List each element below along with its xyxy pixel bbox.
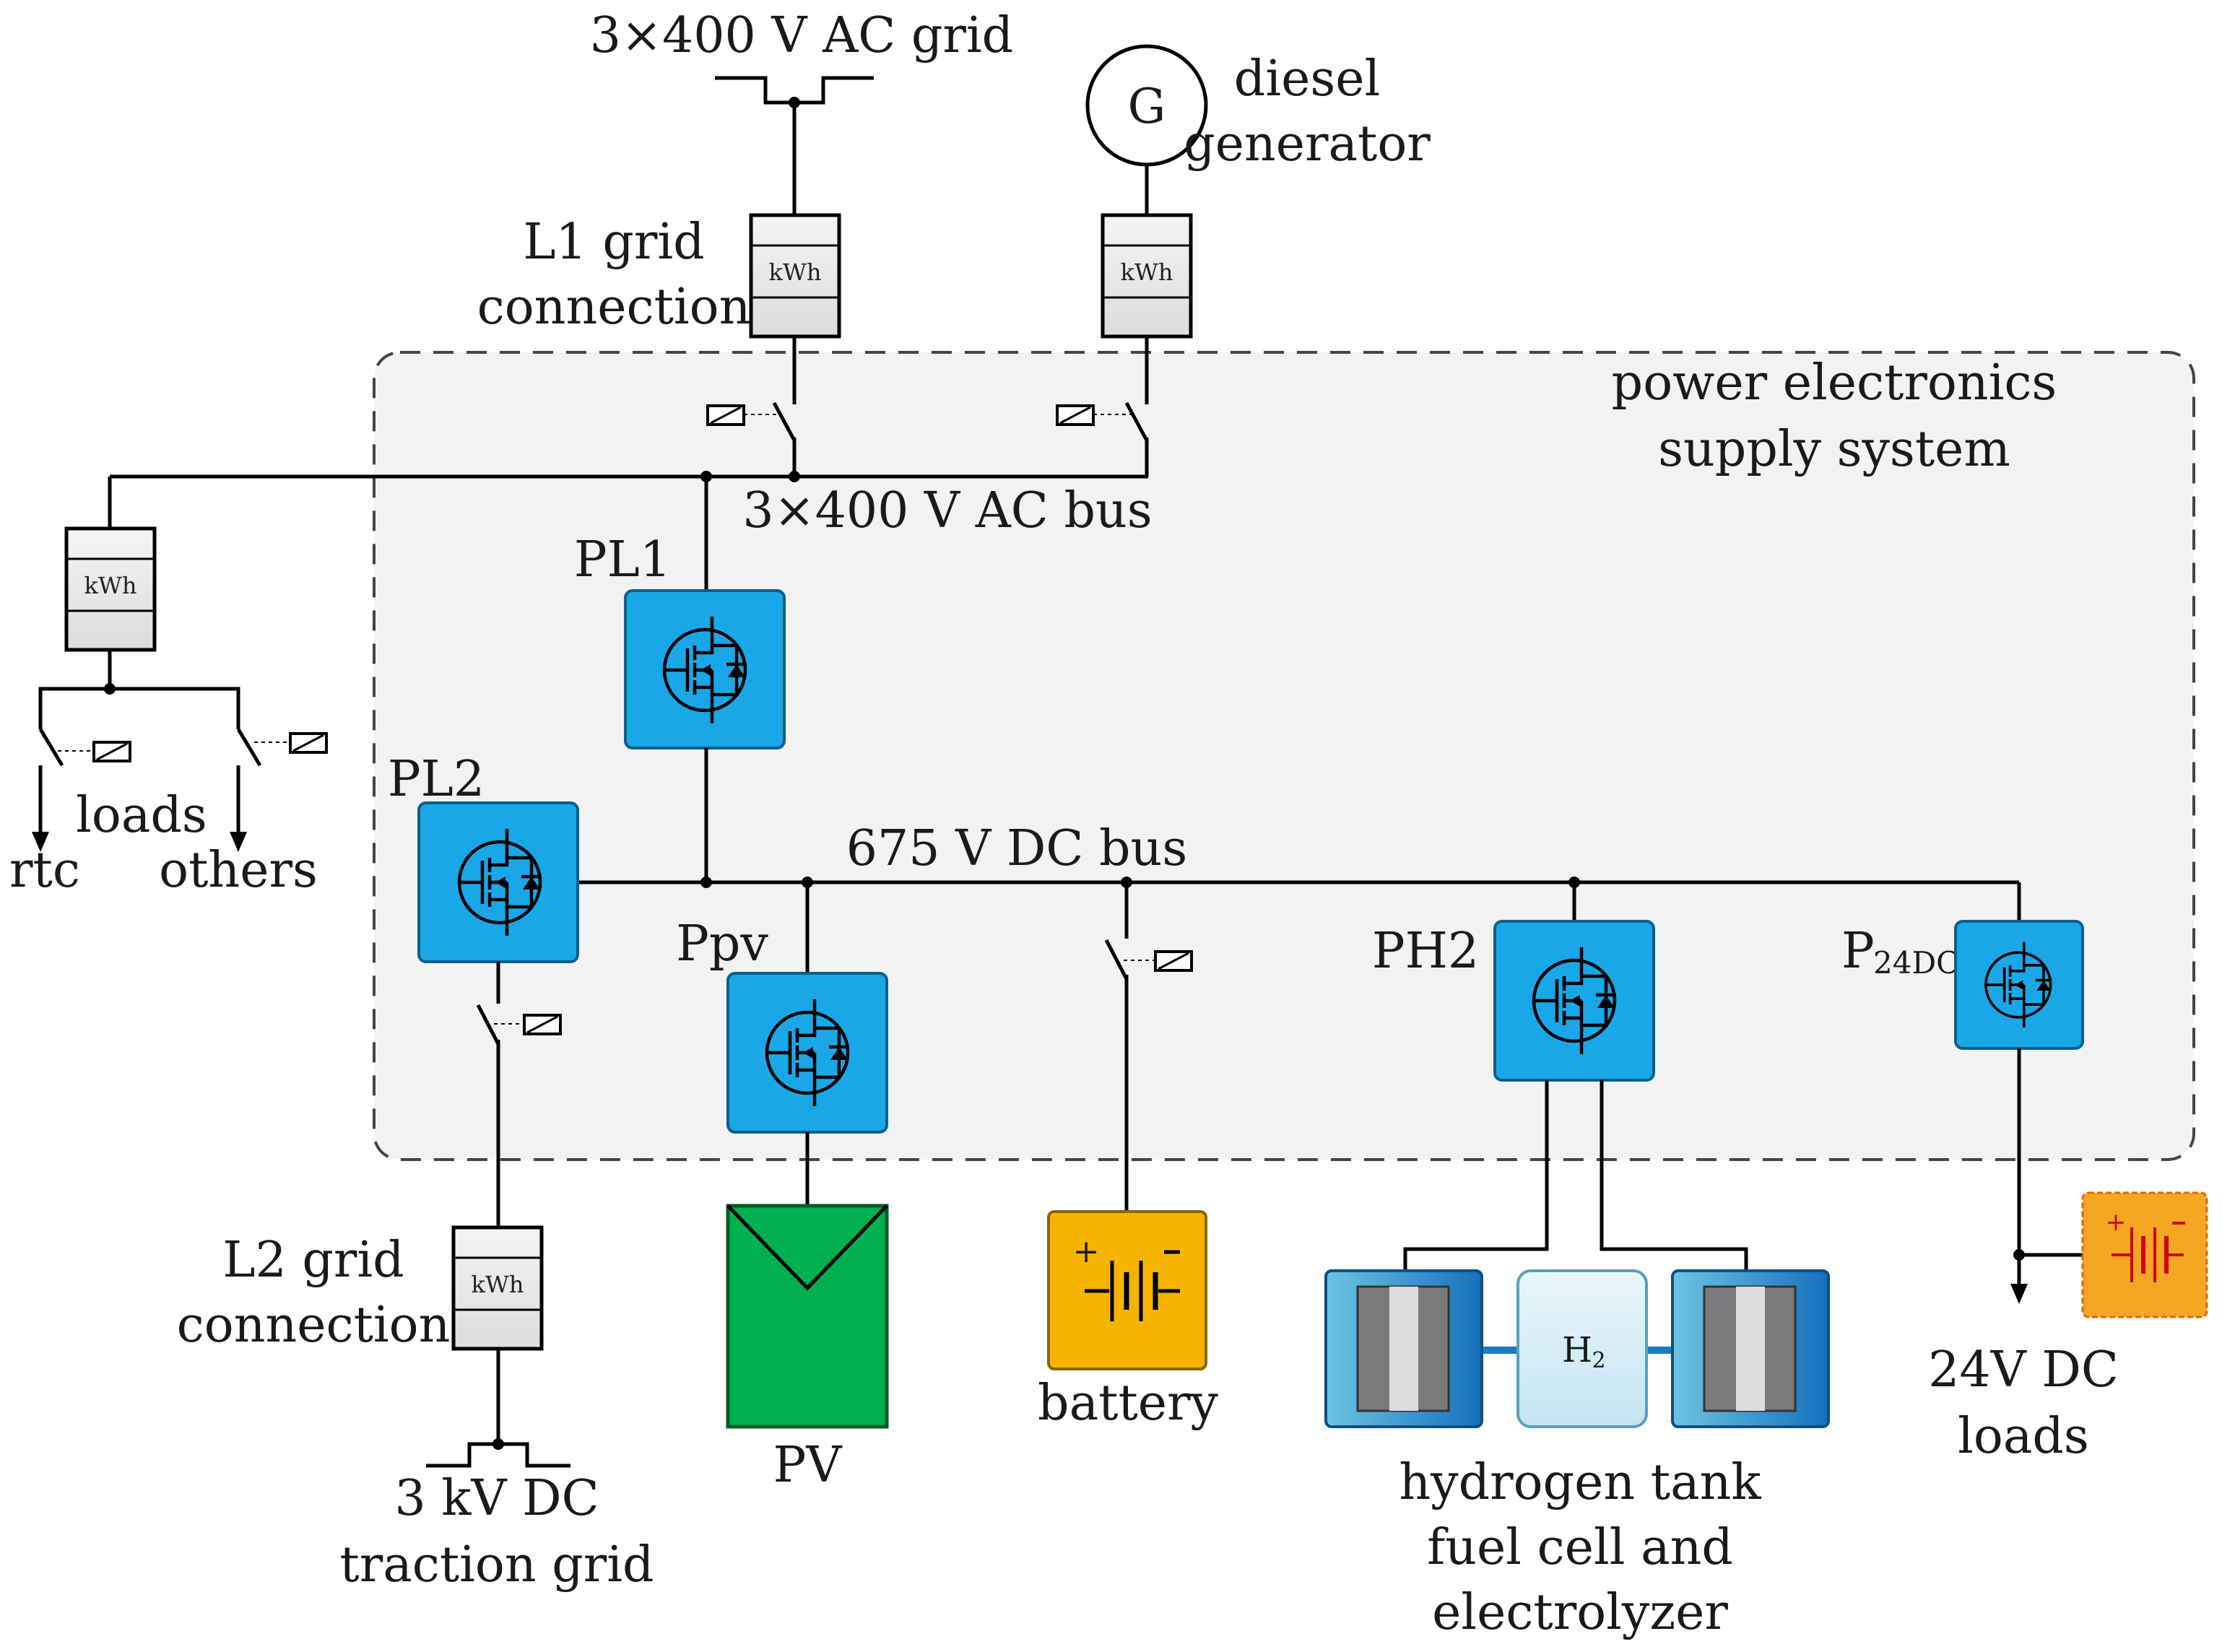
dc-grid-label-line2: traction grid (339, 1536, 654, 1594)
h2-label-line3: electrolyzer (1432, 1584, 1728, 1641)
others-load-switch (230, 728, 328, 852)
fuel-cell-unit (1324, 1269, 1483, 1428)
battery-label: battery (1038, 1375, 1218, 1432)
l2-label-line1: L2 grid (222, 1232, 404, 1289)
power-electronics-enclosure (373, 351, 2195, 1161)
pl2-converter (417, 801, 579, 963)
gen-meter-unit: kWh (1121, 258, 1173, 286)
battery-switch (1104, 882, 1193, 1213)
p24-label: P (1841, 923, 1875, 980)
dc24-battery-icon: + (2081, 1191, 2208, 1318)
loads-meter-unit: kWh (84, 572, 137, 599)
pl2-label: PL2 (388, 751, 485, 808)
p24-subscript: 24DC (1873, 945, 1959, 981)
l1-energy-meter: kWh (749, 213, 841, 339)
l2-contactor (476, 1004, 562, 1229)
pl1-converter (624, 589, 786, 749)
dc-traction-connector (426, 1349, 570, 1468)
pl1-label: PL1 (574, 531, 671, 588)
rtc-load-switch (32, 728, 131, 852)
generator-contactor (1056, 396, 1149, 477)
generator-label: generator (1184, 116, 1431, 173)
h2-label-line1: hydrogen tank (1399, 1454, 1761, 1511)
l2-label-line2: connection (177, 1297, 451, 1354)
battery-icon: + (1047, 1210, 1207, 1370)
ac-grid-label: 3×400 V AC grid (590, 7, 1013, 64)
generator-energy-meter: kWh (1101, 213, 1193, 339)
h2-symbol: H (1562, 1330, 1592, 1370)
l1-contactor (706, 396, 797, 477)
others-label: others (159, 842, 318, 899)
enclosure-label-line2: supply system (1658, 421, 2010, 478)
l2-energy-meter: kWh (451, 1225, 544, 1351)
loads-label: loads (76, 787, 207, 844)
p24dc-converter (1954, 920, 2084, 1050)
ac-grid-connector (715, 76, 874, 217)
svg-text:+: + (1073, 1233, 1100, 1270)
diesel-label: diesel (1234, 51, 1380, 108)
pv-panel (726, 1204, 889, 1429)
svg-text:+: + (2106, 1208, 2127, 1237)
pv-label: PV (773, 1437, 843, 1494)
ph2-converter (1493, 920, 1655, 1082)
loads24-label-line2: loads (1958, 1408, 2089, 1465)
svg-text:G: G (1128, 79, 1166, 134)
l1-label-line1: L1 grid (523, 214, 704, 271)
electrolyzer-unit (1671, 1269, 1830, 1428)
rtc-label: rtc (9, 842, 80, 899)
hydrogen-tank: H 2 (1516, 1269, 1648, 1428)
loads-energy-meter: kWh (64, 526, 157, 652)
dc-grid-label-line1: 3 kV DC (394, 1470, 599, 1527)
ph2-label: PH2 (1372, 923, 1479, 980)
l2-meter-unit: kWh (472, 1271, 524, 1298)
ppv-label: Ppv (676, 916, 768, 973)
l1-label-line2: connection (477, 279, 751, 336)
enclosure-label-line1: power electronics (1612, 355, 2057, 412)
dc-bus-label: 675 V DC bus (846, 820, 1188, 877)
ac-bus-label: 3×400 V AC bus (742, 482, 1152, 539)
h2-subscript: 2 (1592, 1348, 1605, 1373)
h2-label-line2: fuel cell and (1427, 1519, 1733, 1576)
l1-meter-unit: kWh (769, 258, 822, 286)
loads24-label-line1: 24V DC (1928, 1342, 2119, 1399)
ppv-converter (726, 972, 888, 1134)
